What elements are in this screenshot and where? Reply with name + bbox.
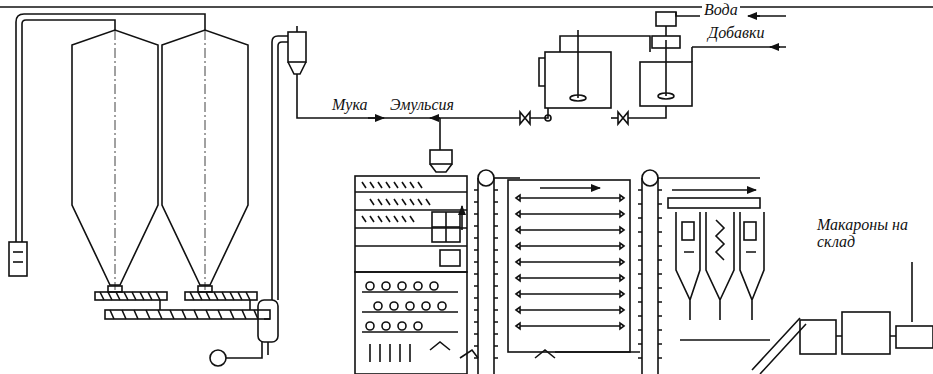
flow-label: Мука <box>330 96 370 113</box>
flow-label: Макароны на склад <box>815 216 929 250</box>
flow-label: Эмульсия <box>388 96 456 113</box>
flow-label: Добавки <box>706 24 766 41</box>
flow-label: Вода <box>702 1 740 18</box>
